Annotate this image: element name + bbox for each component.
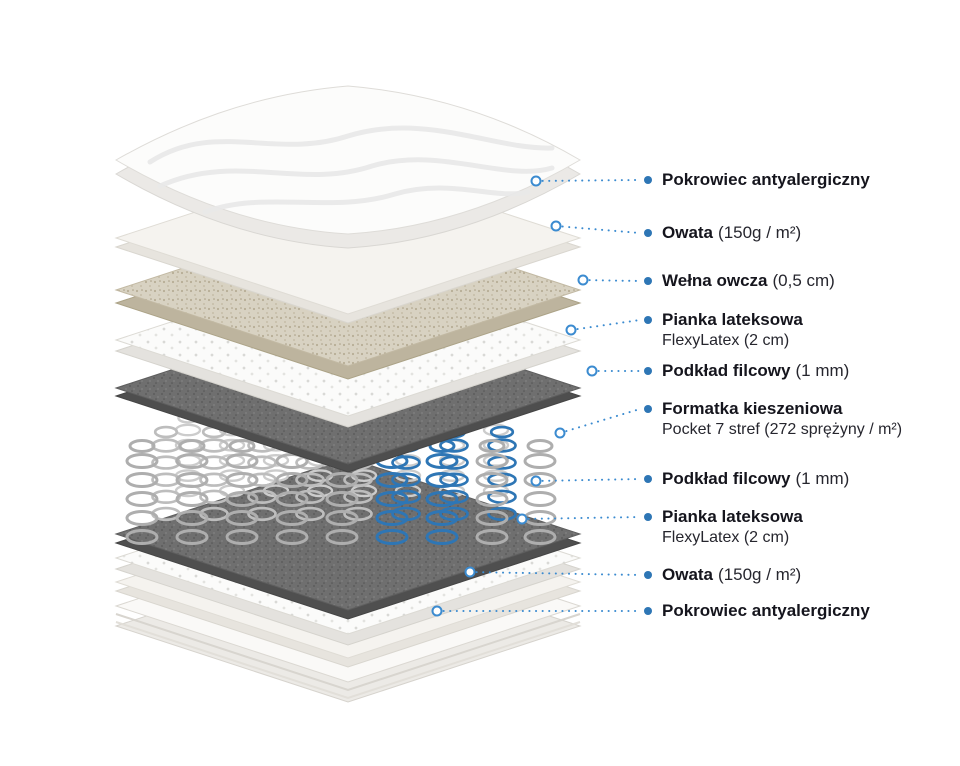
label-felt-bottom-detail: (1 mm) [795, 469, 850, 488]
label-latex-top: Pianka lateksowa FlexyLatex (2 cm) [662, 309, 803, 351]
label-wool-detail: (0,5 cm) [772, 271, 835, 290]
label-pocket-springs-name: Formatka kieszeniowa [662, 399, 843, 418]
label-wadding-bottom-name: Owata [662, 565, 714, 584]
label-felt-bottom-name: Podkład filcowy [662, 469, 791, 488]
label-felt-top-name: Podkład filcowy [662, 361, 791, 380]
label-felt-top-detail: (1 mm) [795, 361, 850, 380]
label-latex-bottom-sub: FlexyLatex (2 cm) [662, 529, 790, 546]
layer-cover-top [114, 85, 581, 249]
label-cover-top: Pokrowiec antyalergiczny [662, 169, 870, 191]
label-cover-bottom: Pokrowiec antyalergiczny [662, 600, 870, 622]
label-wadding-bottom-detail: (150g / m²) [718, 565, 802, 584]
leader-lines [436, 179, 641, 612]
label-cover-bottom-name: Pokrowiec antyalergiczny [662, 601, 870, 620]
label-wadding-top-detail: (150g / m²) [718, 223, 802, 242]
label-latex-top-name: Pianka lateksowa [662, 310, 803, 329]
label-latex-top-sub: FlexyLatex (2 cm) [662, 332, 790, 349]
label-wadding-top-name: Owata [662, 223, 714, 242]
label-cover-top-name: Pokrowiec antyalergiczny [662, 170, 870, 189]
label-wadding-bottom: Owata(150g / m²) [662, 564, 801, 586]
label-wool: Wełna owcza(0,5 cm) [662, 270, 835, 292]
label-wadding-top: Owata(150g / m²) [662, 222, 801, 244]
label-pocket-springs: Formatka kieszeniowa Pocket 7 stref (272… [662, 398, 902, 440]
label-felt-top: Podkład filcowy(1 mm) [662, 360, 849, 382]
label-latex-bottom: Pianka lateksowa FlexyLatex (2 cm) [662, 506, 803, 548]
quilting-waves [147, 125, 555, 215]
label-latex-bottom-name: Pianka lateksowa [662, 507, 803, 526]
leader-start-circles [431, 175, 598, 617]
label-pocket-springs-sub: Pocket 7 stref (272 sprężyny / m²) [662, 421, 903, 438]
leader-end-dots [644, 176, 652, 615]
label-felt-bottom: Podkład filcowy(1 mm) [662, 468, 849, 490]
label-wool-name: Wełna owcza [662, 271, 768, 290]
